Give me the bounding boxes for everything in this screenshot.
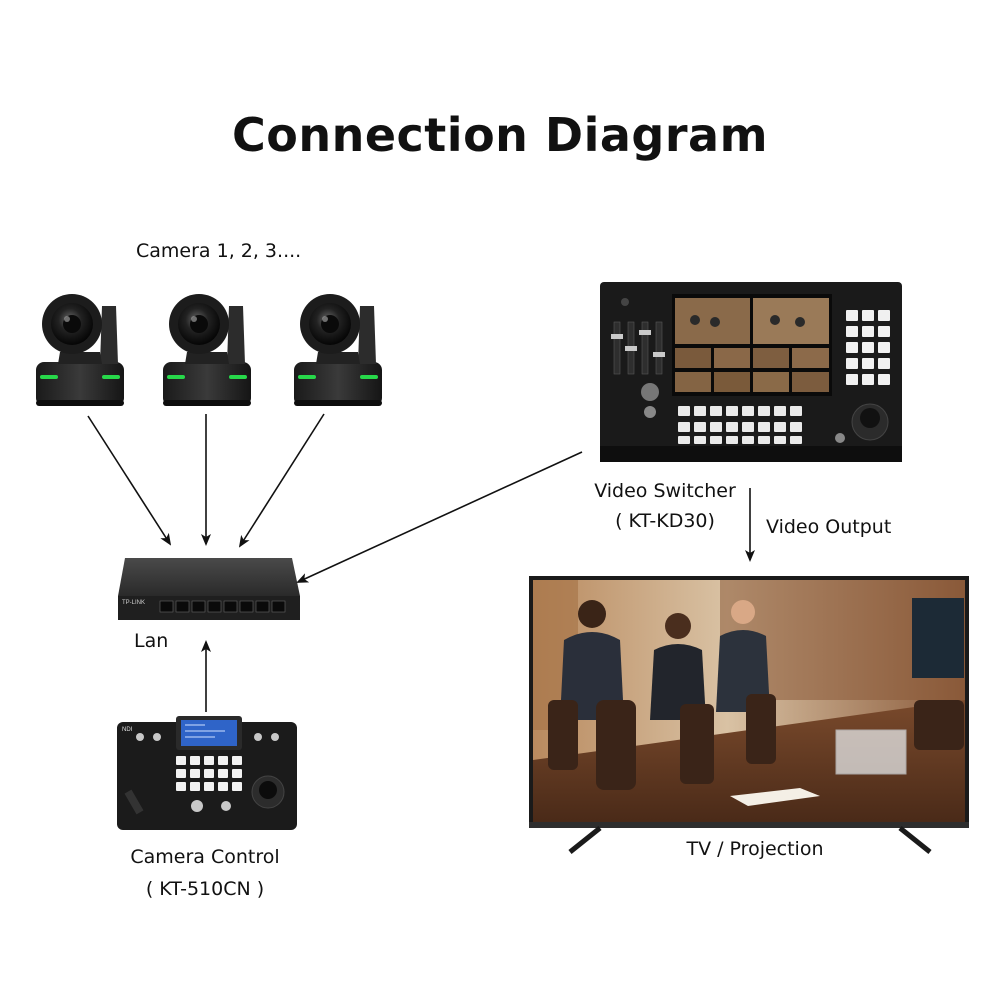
video-output-label: Video Output — [766, 516, 892, 538]
tv-display — [529, 576, 969, 854]
video-switcher-device — [600, 282, 902, 462]
camera-2 — [163, 294, 251, 406]
video-switcher-model: ( KT-KD30) — [615, 510, 715, 532]
camera-control-label: Camera Control — [130, 846, 280, 868]
camera-1 — [36, 294, 124, 406]
page-title: Connection Diagram — [231, 108, 769, 162]
svg-text:NDI: NDI — [122, 727, 133, 733]
network-switch: TP-LINK — [118, 558, 300, 620]
svg-text:TP-LINK: TP-LINK — [122, 600, 145, 606]
video-switcher-label: Video Switcher — [594, 480, 736, 502]
lan-label: Lan — [134, 630, 169, 652]
arrow-switcher-to-switch — [296, 451, 583, 583]
camera-control-model: ( KT-510CN ) — [145, 878, 265, 900]
camera-control-device: NDI — [117, 716, 297, 830]
arrow-camera1-to-switch — [87, 415, 172, 546]
arrow-camera3-to-switch — [238, 413, 325, 548]
camera-3 — [294, 294, 382, 406]
display-label: TV / Projection — [686, 838, 824, 860]
cameras-label: Camera 1, 2, 3.... — [136, 240, 302, 262]
